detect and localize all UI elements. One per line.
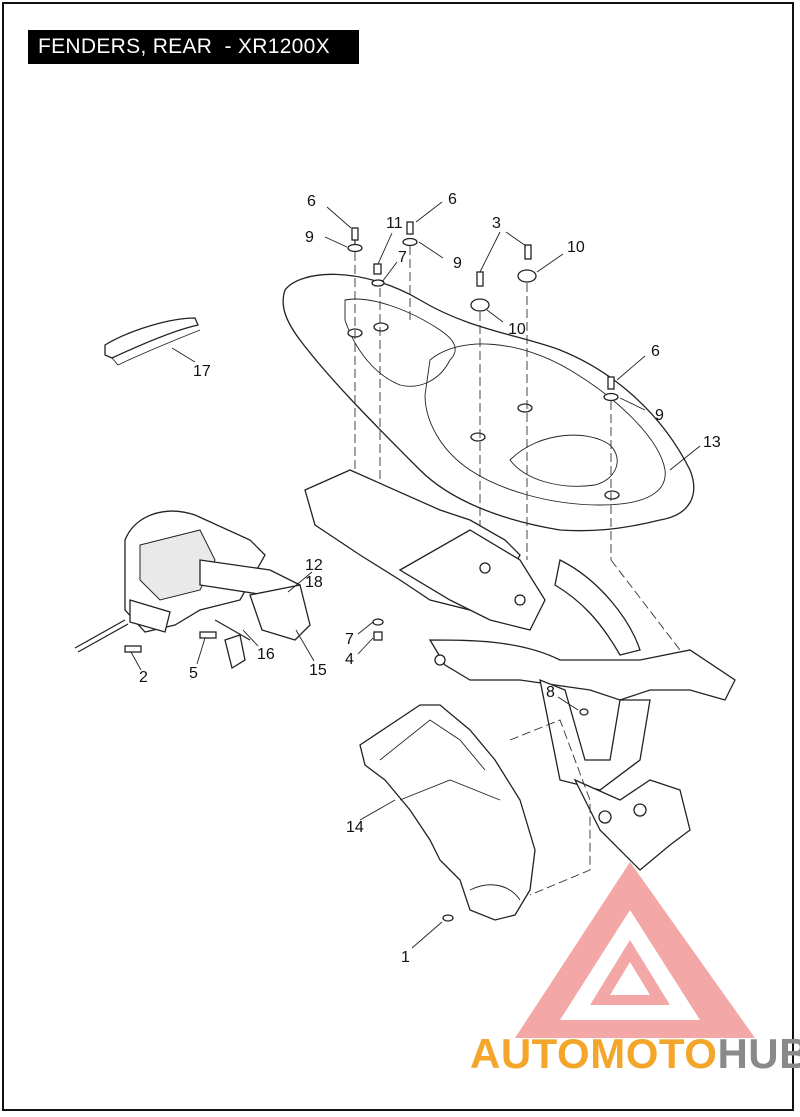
callout-13: 13 xyxy=(703,434,721,451)
callout-2: 2 xyxy=(139,669,148,686)
tail-assembly-part xyxy=(74,510,311,670)
callout-3: 3 xyxy=(492,215,501,232)
callout-14: 14 xyxy=(346,819,364,836)
seat-hardware xyxy=(347,221,681,651)
callout-9: 9 xyxy=(305,229,314,246)
callout-9: 9 xyxy=(655,407,664,424)
callout-18: 18 xyxy=(305,574,323,591)
inner-fender-part xyxy=(359,704,591,922)
callout-15: 15 xyxy=(309,662,327,679)
callout-labels: 6 6 11 3 10 9 7 9 10 6 9 17 13 12 18 7 4… xyxy=(139,191,721,966)
pad-part xyxy=(104,317,201,366)
watermark-moto: MOTO xyxy=(590,1030,718,1077)
leader-lines xyxy=(130,201,701,949)
callout-10: 10 xyxy=(508,321,526,338)
rear-frame-part xyxy=(304,469,736,871)
callout-9: 9 xyxy=(453,255,462,272)
callout-7: 7 xyxy=(345,631,354,648)
fasteners xyxy=(372,618,589,716)
watermark-logo-icon xyxy=(515,862,755,1038)
callout-4: 4 xyxy=(345,651,354,668)
callout-6: 6 xyxy=(307,193,316,210)
diagram-title: FENDERS, REAR - XR1200X xyxy=(28,30,359,64)
watermark-auto: AUTO xyxy=(470,1030,591,1077)
callout-12: 12 xyxy=(305,557,323,574)
seat-part xyxy=(282,273,695,532)
callout-5: 5 xyxy=(189,665,198,682)
callout-1: 1 xyxy=(401,949,410,966)
watermark-hub: HUB xyxy=(717,1030,800,1077)
callout-11: 11 xyxy=(386,215,403,232)
callout-16: 16 xyxy=(257,646,275,663)
callout-17: 17 xyxy=(193,363,211,380)
watermark-brand: AUTOMOTOHUB xyxy=(470,1030,800,1078)
callout-6: 6 xyxy=(651,343,660,360)
callout-8: 8 xyxy=(546,684,555,701)
callout-7: 7 xyxy=(398,249,407,266)
callout-6: 6 xyxy=(448,191,457,208)
callout-10: 10 xyxy=(567,239,585,256)
